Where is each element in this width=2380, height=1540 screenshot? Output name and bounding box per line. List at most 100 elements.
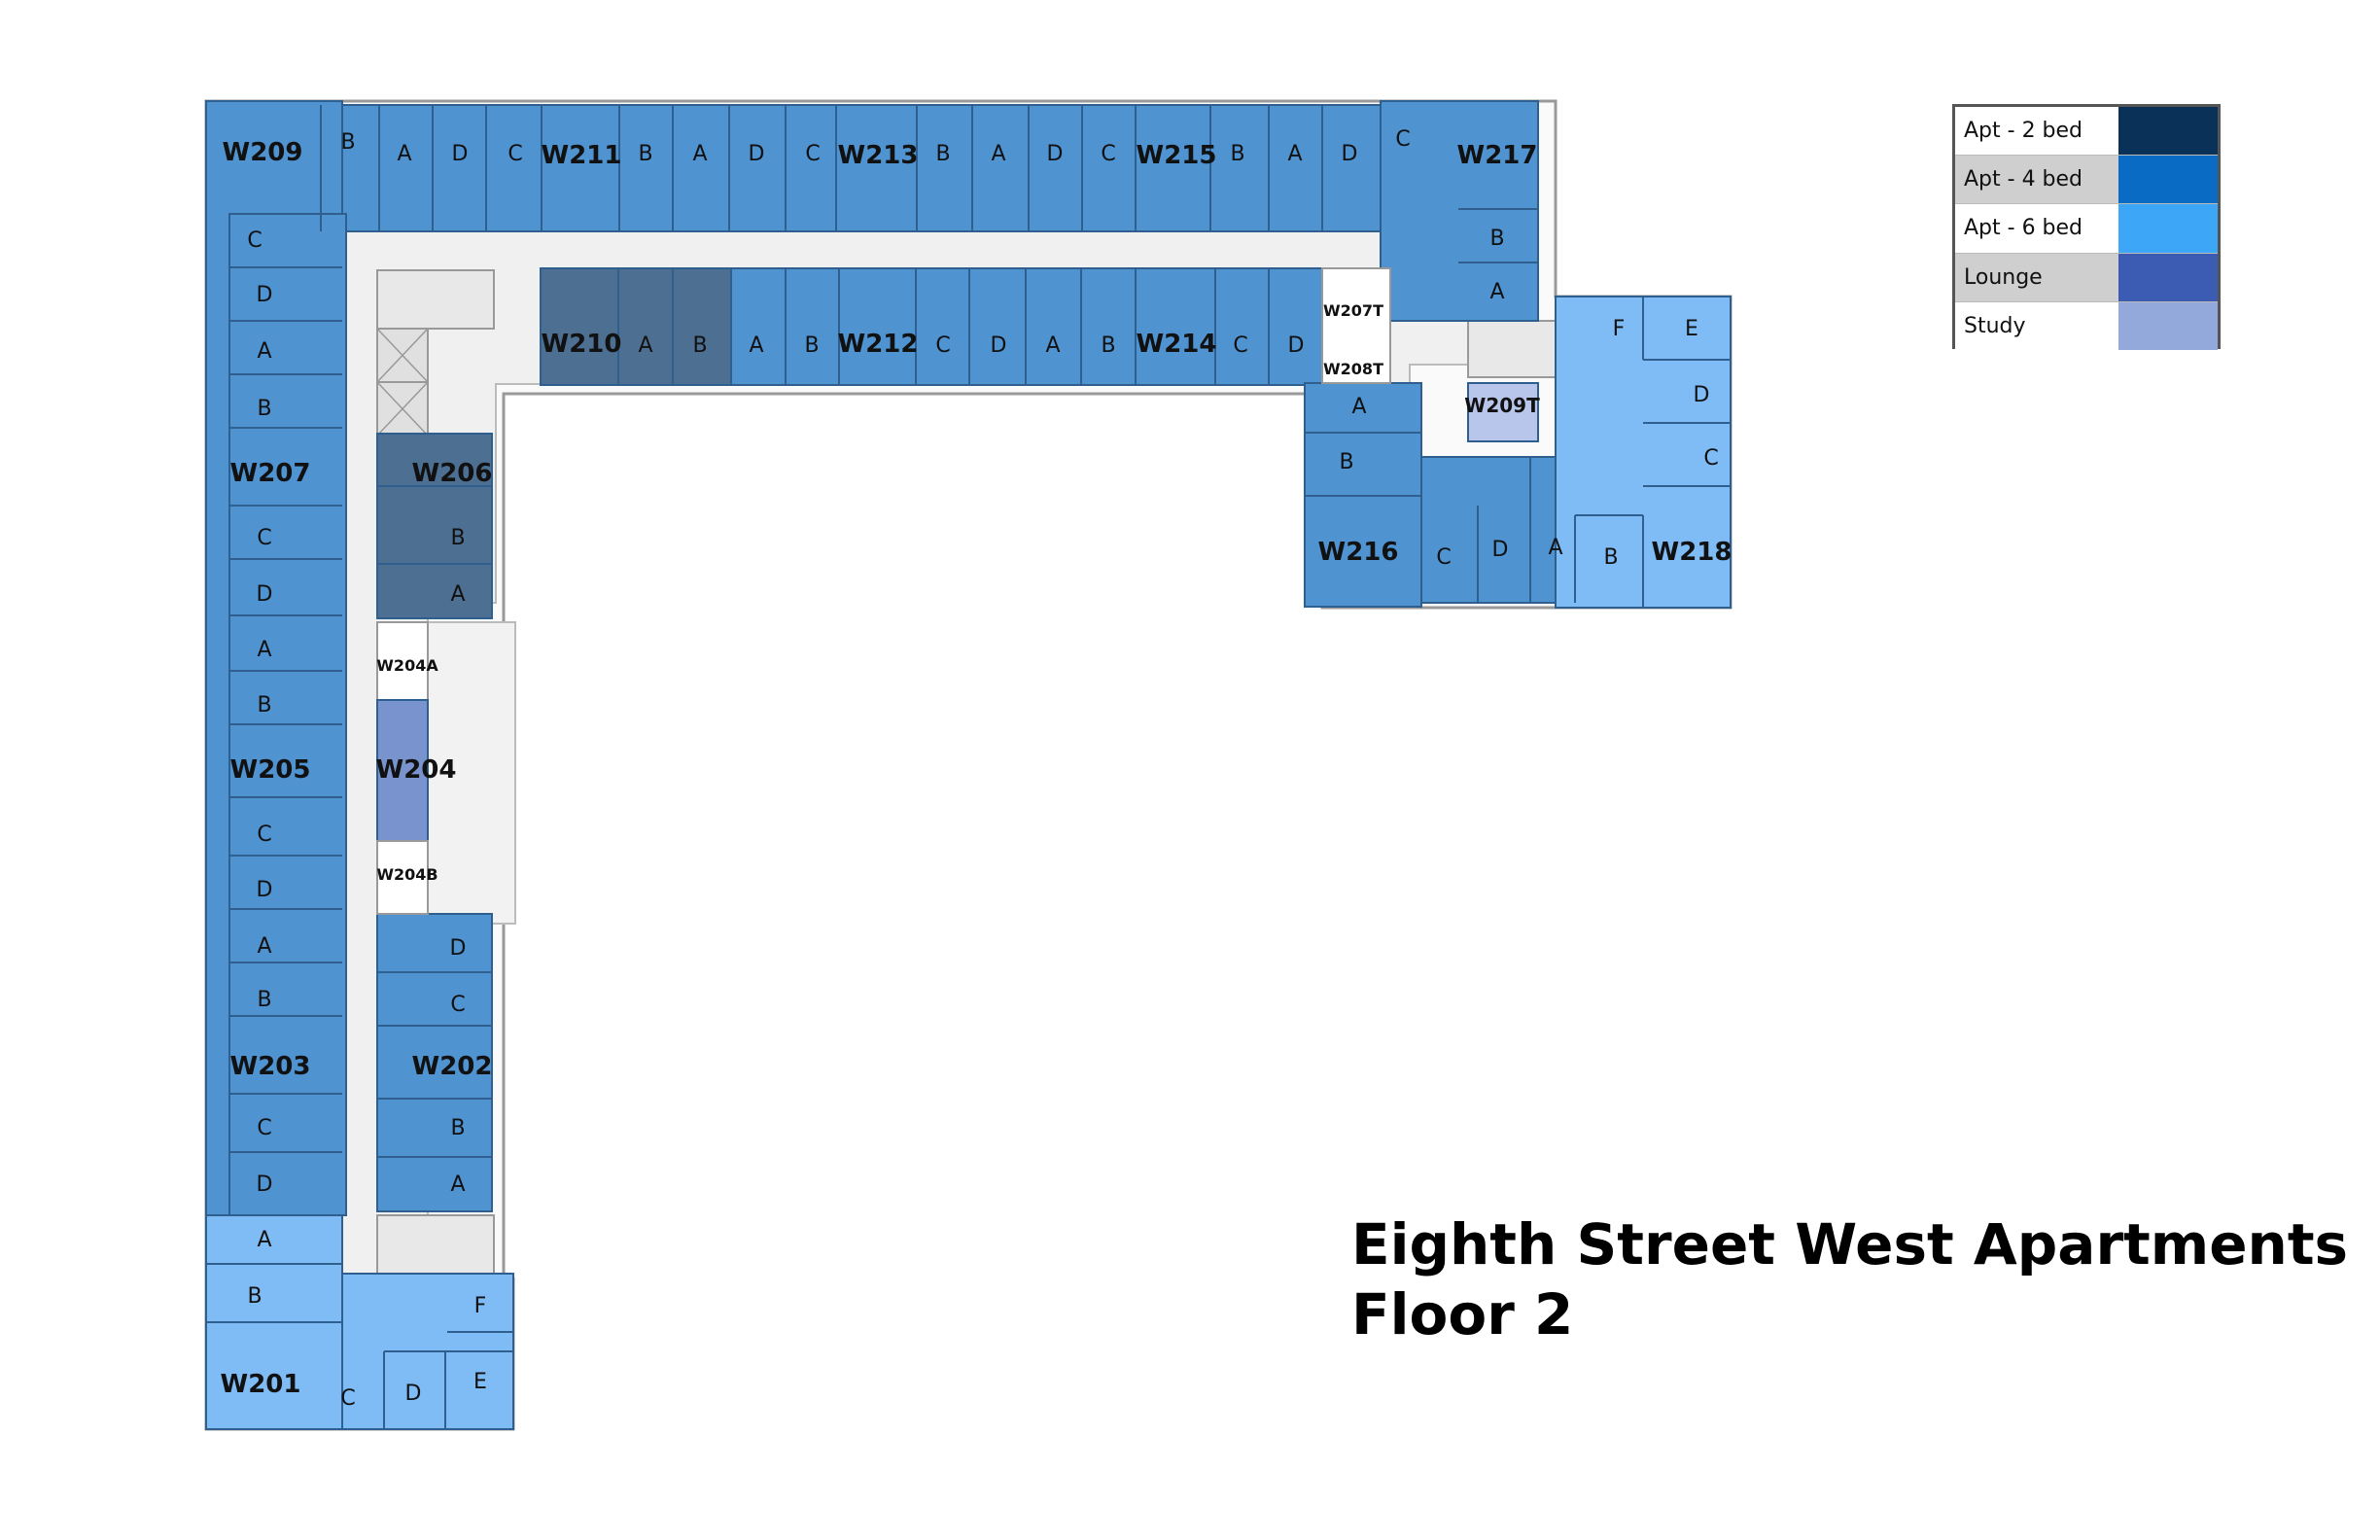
title-line-1: Eighth Street West Apartments bbox=[1351, 1211, 2349, 1278]
apartment-label-w210: W210 bbox=[542, 330, 622, 359]
bedroom-label-d: D bbox=[405, 1382, 422, 1406]
left-wing bbox=[205, 100, 493, 1220]
bedroom-label-c: C bbox=[257, 526, 271, 550]
apartment-label-w201: W201 bbox=[221, 1370, 301, 1399]
bedroom-label-b: B bbox=[804, 333, 819, 358]
apartment-label-w218: W218 bbox=[1652, 538, 1732, 567]
apartment-label-w209t: W209T bbox=[1464, 394, 1540, 417]
legend-swatch bbox=[2118, 301, 2218, 350]
stairwell bbox=[376, 269, 495, 330]
legend: Apt - 2 bed Apt - 4 bed Apt - 6 bed Loun… bbox=[1952, 104, 2221, 350]
apt-w204 bbox=[376, 621, 429, 915]
bedroom-label-b: B bbox=[1230, 142, 1244, 166]
bedroom-label-c: C bbox=[257, 822, 271, 847]
bedroom-label-b: B bbox=[1603, 545, 1618, 570]
apartment-label-w204a: W204A bbox=[376, 656, 438, 675]
bedroom-label-b: B bbox=[257, 397, 271, 421]
apt-w206 bbox=[376, 433, 493, 619]
bedroom-label-b: B bbox=[340, 130, 355, 155]
bedroom-label-b: B bbox=[935, 142, 950, 166]
bedroom-label-b: B bbox=[450, 1116, 465, 1140]
bedroom-label-c: C bbox=[508, 142, 522, 166]
apartment-label-w209: W209 bbox=[223, 138, 303, 167]
bedroom-label-d: D bbox=[1288, 333, 1305, 358]
bedroom-label-b: B bbox=[450, 526, 465, 550]
bedroom-label-d: D bbox=[1694, 383, 1710, 407]
apartment-label-w203: W203 bbox=[230, 1052, 311, 1081]
bedroom-label-c: C bbox=[1703, 446, 1718, 471]
bedroom-label-b: B bbox=[1101, 333, 1115, 358]
legend-swatch bbox=[2118, 156, 2218, 204]
stairs-elevators bbox=[376, 269, 1566, 1275]
bedroom-label-b: B bbox=[247, 1284, 262, 1309]
bedroom-label-d: D bbox=[257, 878, 273, 902]
bedroom-label-d: D bbox=[257, 1172, 273, 1197]
apartment-label-w214: W214 bbox=[1137, 330, 1217, 359]
bedroom-label-c: C bbox=[1101, 142, 1115, 166]
apartment-label-w204b: W204B bbox=[376, 865, 438, 884]
bedroom-label-a: A bbox=[257, 638, 271, 662]
apartment-label-w217: W217 bbox=[1457, 141, 1538, 170]
apartment-label-w207: W207 bbox=[230, 459, 311, 488]
bedroom-label-f: F bbox=[474, 1294, 487, 1318]
legend-swatch bbox=[2118, 107, 2218, 156]
bedroom-label-d: D bbox=[1342, 142, 1358, 166]
bedroom-label-a: A bbox=[1287, 142, 1302, 166]
bedroom-label-c: C bbox=[805, 142, 820, 166]
bedroom-label-e: E bbox=[473, 1370, 487, 1394]
bedroom-label-a: A bbox=[450, 582, 465, 607]
bedroom-label-a: A bbox=[638, 333, 652, 358]
apartment-label-w202: W202 bbox=[412, 1052, 493, 1081]
apartment-label-w216: W216 bbox=[1318, 538, 1399, 567]
bedroom-label-c: C bbox=[1436, 545, 1451, 570]
bedroom-label-d: D bbox=[1047, 142, 1064, 166]
bedroom-label-a: A bbox=[749, 333, 763, 358]
bedroom-label-a: A bbox=[692, 142, 707, 166]
bedroom-label-a: A bbox=[991, 142, 1005, 166]
stairwell bbox=[376, 1214, 495, 1275]
legend-row-apt4: Apt - 4 bed bbox=[1955, 156, 2218, 205]
stairwell bbox=[1467, 320, 1566, 378]
legend-label: Study bbox=[1964, 313, 2026, 338]
bedroom-label-c: C bbox=[450, 993, 465, 1017]
bedroom-label-b: B bbox=[638, 142, 652, 166]
bedroom-label-a: A bbox=[1489, 280, 1504, 304]
apartment-label-w206: W206 bbox=[412, 459, 493, 488]
bedroom-label-c: C bbox=[1395, 127, 1410, 152]
apt-w210 bbox=[540, 267, 732, 386]
bedroom-label-d: D bbox=[991, 333, 1007, 358]
bedroom-label-b: B bbox=[692, 333, 707, 358]
apartment-label-w207t: W207T bbox=[1323, 301, 1383, 320]
bedroom-label-d: D bbox=[257, 283, 273, 307]
apartment-label-w205: W205 bbox=[230, 755, 311, 785]
bedroom-label-a: A bbox=[257, 934, 271, 959]
bedroom-label-a: A bbox=[257, 1228, 271, 1252]
bedroom-label-b: B bbox=[1489, 227, 1504, 251]
bedroom-label-b: B bbox=[257, 693, 271, 718]
bedroom-label-c: C bbox=[340, 1386, 355, 1411]
bedroom-label-c: C bbox=[247, 228, 262, 253]
legend-label: Apt - 4 bed bbox=[1964, 167, 2083, 192]
bedroom-label-e: E bbox=[1685, 317, 1698, 341]
bedroom-label-a: A bbox=[450, 1172, 465, 1197]
lobby bbox=[427, 621, 516, 925]
bedroom-label-c: C bbox=[1233, 333, 1247, 358]
apartment-label-w211: W211 bbox=[542, 141, 622, 170]
title-line-2: Floor 2 bbox=[1351, 1281, 1574, 1348]
legend-row-lounge: Lounge bbox=[1955, 253, 2218, 302]
legend-swatch bbox=[2118, 253, 2218, 301]
bedroom-label-c: C bbox=[257, 1116, 271, 1140]
bedroom-label-d: D bbox=[450, 936, 467, 961]
legend-row-apt2: Apt - 2 bed bbox=[1955, 107, 2218, 157]
map-title: Eighth Street West Apartments Floor 2 bbox=[1351, 1209, 2348, 1349]
bedroom-label-a: A bbox=[1045, 333, 1060, 358]
apartment-label-w208t: W208T bbox=[1323, 360, 1383, 378]
bedroom-label-a: A bbox=[397, 142, 411, 166]
bedroom-label-f: F bbox=[1613, 317, 1626, 341]
bedroom-label-d: D bbox=[257, 582, 273, 607]
legend-row-apt6: Apt - 6 bed bbox=[1955, 204, 2218, 254]
bedroom-label-a: A bbox=[1548, 536, 1562, 560]
bedroom-label-a: A bbox=[257, 339, 271, 364]
